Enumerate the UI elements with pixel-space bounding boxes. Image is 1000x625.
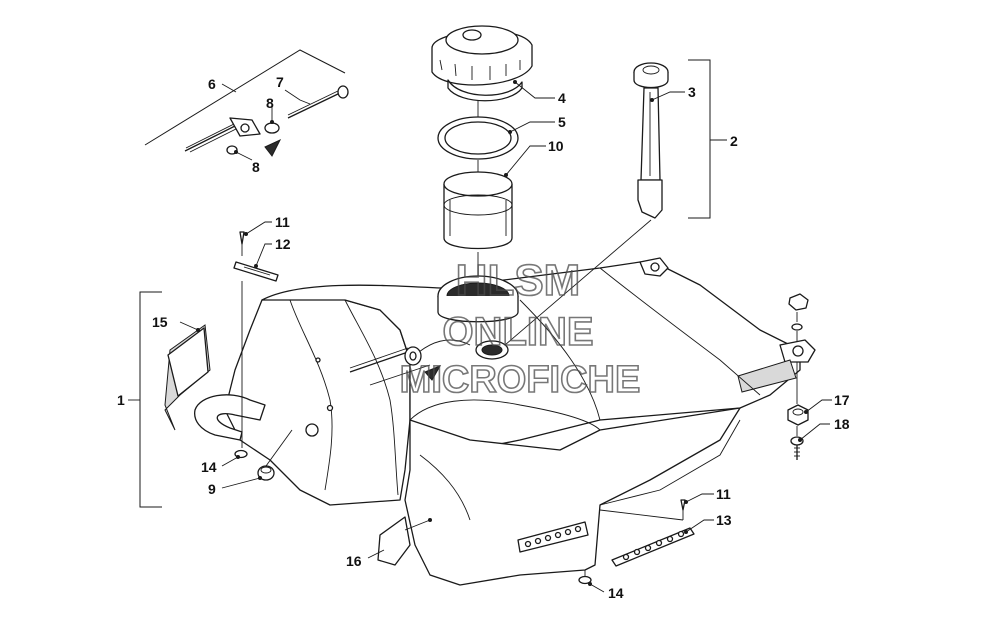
gasket-ring — [437, 116, 519, 160]
callout-4: 4 — [558, 90, 566, 106]
grommet — [257, 465, 275, 481]
watermark-line-3: MICROFICHE — [400, 359, 641, 401]
watermark: HLSM ONLINE MICROFICHE — [399, 255, 641, 402]
callout-13: 13 — [716, 512, 732, 528]
callout-11-lower: 11 — [716, 486, 731, 502]
watermark-line-1: HLSM — [456, 256, 581, 305]
callout-7: 7 — [276, 74, 284, 90]
callout-16: 16 — [346, 553, 362, 569]
callout-11-upper: 11 — [275, 214, 290, 230]
callout-6: 6 — [208, 76, 216, 92]
callout-2: 2 — [730, 133, 738, 149]
fuel-cap — [431, 25, 533, 102]
callout-10: 10 — [548, 138, 564, 154]
callout-17: 17 — [834, 392, 850, 408]
watermark-line-2: ONLINE — [442, 310, 593, 354]
rivet-and-strap-lower — [611, 499, 695, 567]
callout-14-left: 14 — [201, 459, 217, 475]
mounting-bolt-assembly — [144, 49, 349, 157]
pads — [164, 324, 411, 566]
callout-1: 1 — [117, 392, 125, 408]
callout-12: 12 — [275, 236, 291, 252]
fuel-gauge-assembly — [633, 62, 669, 219]
right-mount-hardware — [787, 293, 809, 460]
callout-18: 18 — [834, 416, 850, 432]
callout-14-right: 14 — [608, 585, 624, 601]
callout-3: 3 — [688, 84, 696, 100]
callout-15: 15 — [152, 314, 168, 330]
callout-8-lower: 8 — [252, 159, 260, 175]
callout-8-upper: 8 — [266, 95, 274, 111]
callout-9: 9 — [208, 481, 216, 497]
filler-sleeve — [443, 171, 513, 250]
callouts: 1 2 3 4 5 10 6 7 8 8 — [117, 59, 850, 601]
callout-5: 5 — [558, 114, 566, 130]
tank-vent-holes — [524, 525, 582, 548]
rivet-and-strap-upper — [233, 231, 279, 282]
fuel-tank — [194, 257, 816, 586]
tank-stud — [349, 346, 442, 386]
assembly-lines — [241, 100, 798, 576]
